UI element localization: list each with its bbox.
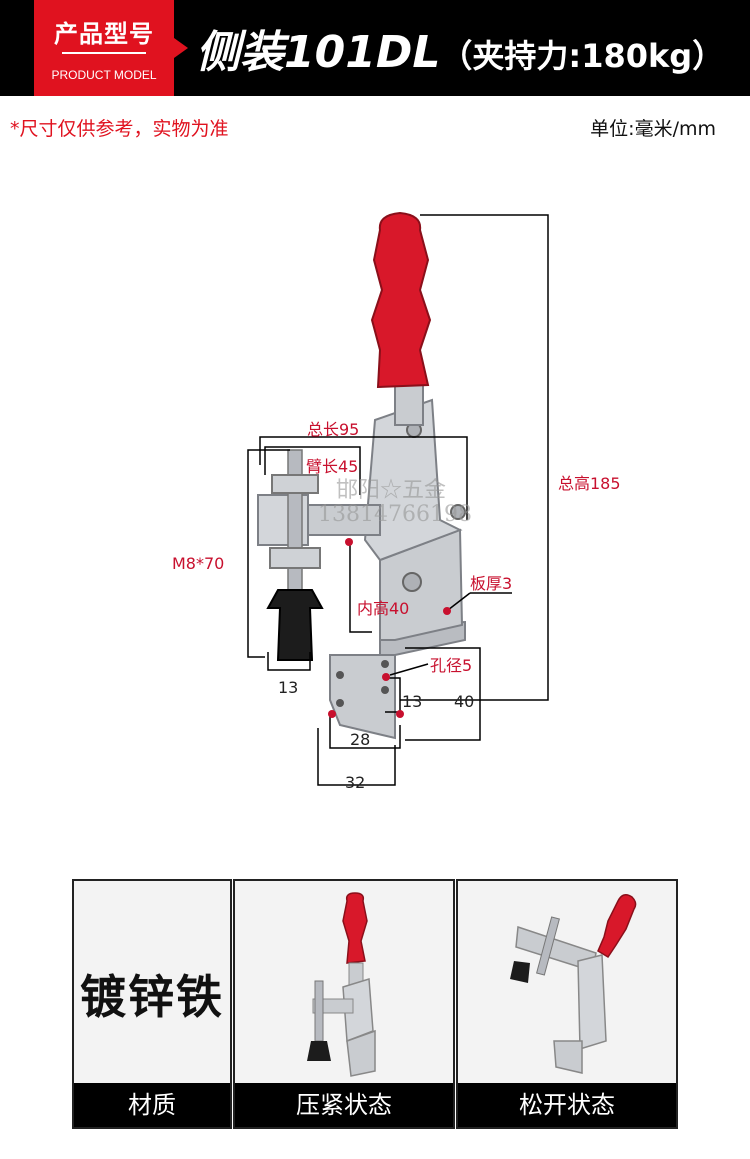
header-bar: 产品型号 PRODUCT MODEL 侧装101DL（夹持力:180kg）: [0, 0, 750, 96]
dimension-diagram: 总长95 臂长45 总高185 M8*70 内高40 板厚3 孔径5 13 13…: [0, 150, 750, 850]
base-hole: [336, 699, 344, 707]
label-plate-thickness: 板厚3: [470, 574, 513, 593]
dim-line-base-height: [405, 647, 481, 741]
dim-line-hole-spacing: [385, 677, 401, 713]
clamp-drawing: [247, 211, 549, 786]
clamp-open-photo: [510, 894, 637, 1074]
label-hole-diameter: 孔径5: [430, 656, 473, 675]
dim-line-base-width: [317, 728, 396, 786]
handle-lever: [394, 384, 424, 426]
clamp-closed-photo: [307, 892, 376, 1077]
red-handle-grip: [370, 211, 432, 389]
base-hole: [381, 660, 389, 668]
label-base-height: 40: [454, 692, 475, 711]
material-value: 镀锌铁: [80, 970, 224, 1024]
label-base-hole-width: 28: [350, 730, 371, 749]
clamped-image: [235, 881, 453, 1083]
unit-note: 单位:毫米/mm: [590, 118, 716, 140]
label-base-width: 32: [345, 773, 366, 792]
rubber-tip: [266, 589, 324, 661]
base-hole: [381, 686, 389, 694]
state-panels: 镀锌铁 材质 压紧状态: [72, 879, 678, 1129]
badge-arrow-icon: [174, 38, 188, 58]
panel-material: 镀锌铁 材质: [72, 879, 232, 1129]
clamp-frame: [363, 398, 463, 562]
pivot-pin: [402, 572, 422, 592]
dim-line-arm-length: [264, 446, 361, 495]
base-hole: [336, 671, 344, 679]
panel-caption: 松开状态: [458, 1083, 676, 1127]
label-foot-width: 13: [278, 678, 299, 697]
top-nut: [271, 474, 319, 494]
bottom-nut: [269, 547, 321, 569]
watermark-phone: 13814766198: [318, 502, 472, 527]
model-name: 侧装101DL: [196, 27, 441, 78]
watermark-shop: 邯阳☆五金: [336, 478, 447, 503]
label-base-hole-spacing: 13: [402, 692, 423, 711]
badge-title: 产品型号: [54, 20, 154, 48]
leader-plate-thickness: [447, 592, 471, 611]
panel-caption: 材质: [74, 1083, 230, 1127]
badge-subtitle: PRODUCT MODEL: [51, 68, 157, 82]
clamping-force: （夹持力:180kg）: [440, 37, 725, 75]
size-disclaimer: *尺寸仅供参考，实物为准: [10, 118, 229, 140]
dim-line-total-length: [259, 436, 468, 520]
label-arm-length: 臂长45: [306, 457, 359, 476]
dim-line-base-hole-width: [329, 712, 401, 749]
dim-line-inner-height: [349, 543, 372, 633]
badge-divider: [62, 52, 146, 54]
label-inner-height: 内高40: [357, 599, 410, 618]
released-image: [458, 881, 676, 1083]
label-total-height: 总高185: [558, 474, 621, 493]
dim-line-foot-width: [267, 652, 311, 671]
panel-caption: 压紧状态: [235, 1083, 453, 1127]
pivot-pin: [450, 504, 466, 520]
dim-line-total-height: [400, 214, 549, 701]
page-title: 侧装101DL（夹持力:180kg）: [196, 16, 724, 80]
product-model-badge: 产品型号 PRODUCT MODEL: [34, 0, 174, 96]
material-area: 镀锌铁: [74, 881, 230, 1083]
dim-line-screw: [247, 449, 290, 658]
leader-hole-diameter: [389, 663, 429, 676]
panel-released: 松开状态: [456, 879, 678, 1129]
label-total-length: 总长95: [307, 420, 360, 439]
label-screw: M8*70: [172, 554, 225, 573]
panel-clamped: 压紧状态: [233, 879, 455, 1129]
